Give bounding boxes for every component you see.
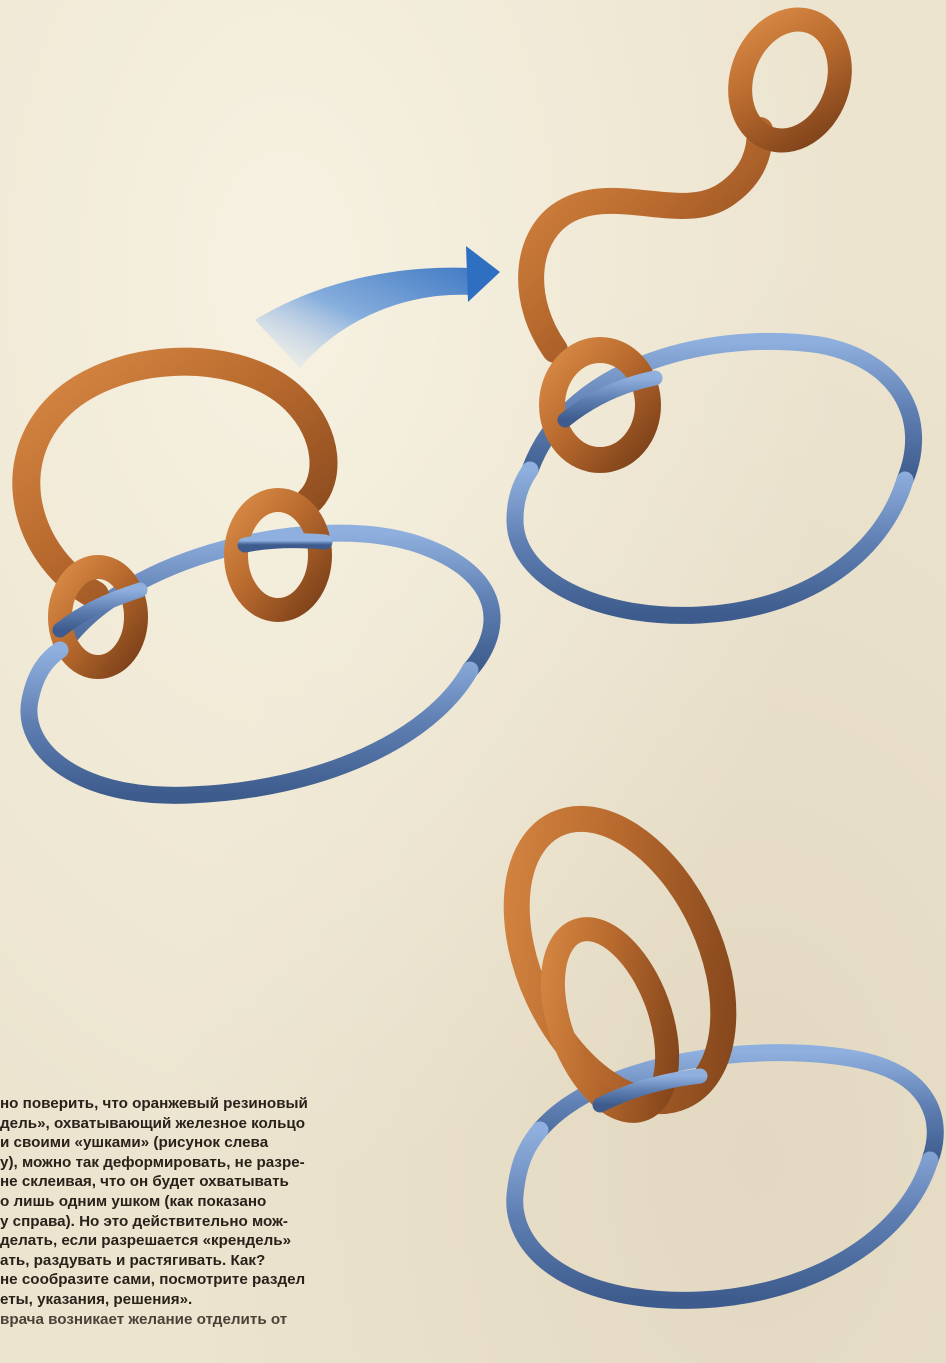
pretzel-topright-stretch [531, 130, 760, 350]
caption-line: но поверить, что оранжевый резиновый [0, 1094, 470, 1114]
caption-text: но поверить, что оранжевый резиновый дел… [0, 1094, 470, 1329]
ring-left-over-ear-2 [245, 541, 325, 545]
caption-line: у справа). Но это действительно мож- [0, 1212, 470, 1232]
caption-line: врача возникает желание отделить от [0, 1310, 470, 1330]
figure-top-right [515, 5, 914, 615]
ring-bottomright-front [515, 1130, 930, 1300]
pretzel-left-ear-2 [236, 500, 320, 610]
caption-line: о лишь одним ушком (как показано [0, 1192, 470, 1212]
ring-topright-front [515, 470, 905, 615]
caption-line: делать, если разрешается «крендель» [0, 1231, 470, 1251]
curved-blue-arrow-icon [255, 246, 500, 368]
caption-line: не сообразите сами, посмотрите раздел [0, 1270, 470, 1290]
caption-line: и своими «ушками» (рисунок слева [0, 1133, 470, 1153]
caption-line: не склеивая, что он будет охватывать [0, 1172, 470, 1192]
caption-line: ать, раздувать и растягивать. Как? [0, 1251, 470, 1271]
figure-left [26, 362, 492, 796]
caption-line: дель», охватывающий железное кольцо [0, 1114, 470, 1134]
pretzel-topright-top-loop [724, 5, 857, 154]
caption-line: еты, указания, решения». [0, 1290, 470, 1310]
figure-bottom-right [475, 786, 935, 1300]
caption-line: у), можно так деформировать, не разре- [0, 1153, 470, 1173]
